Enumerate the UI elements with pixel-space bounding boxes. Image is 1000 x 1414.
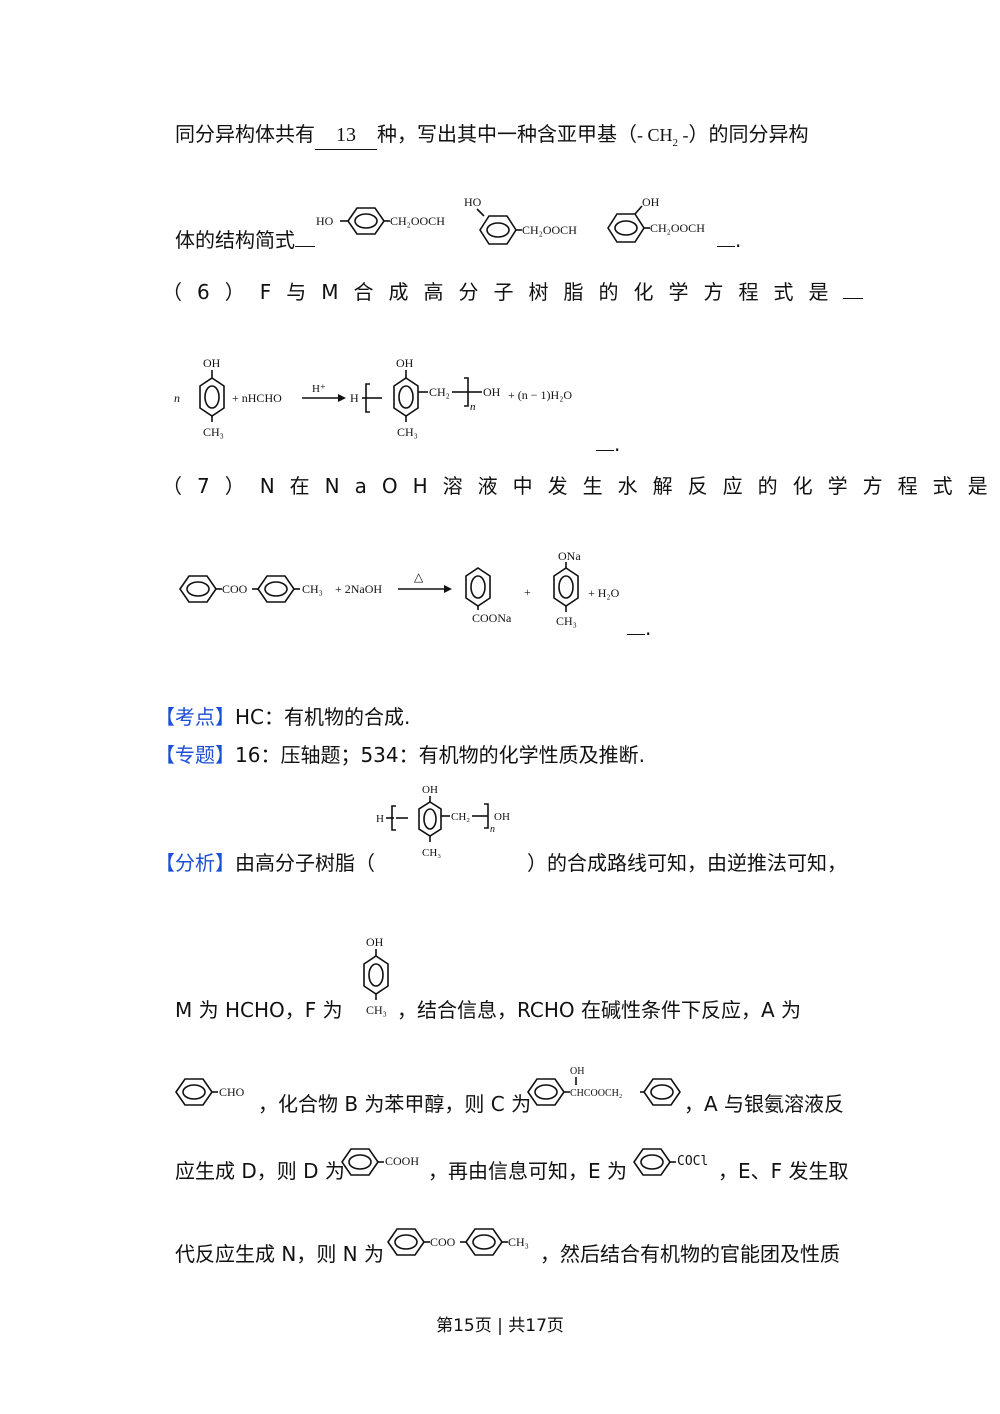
hydroxyl-label: HO [316,214,334,228]
answer-blank-end: . [717,226,741,254]
analysis-tag: 【分析】 [155,851,235,875]
water-byproduct: + (n − 1)H₂O [508,388,572,402]
compound-n-structure: COO CH₃ [387,1228,529,1256]
equation-7-blank: . [627,614,651,642]
answer-blank-start [295,246,315,247]
methylene-label: CH₂ [451,811,470,823]
repeat-n: n [470,401,476,413]
hydroxyl-label: OH [422,784,438,796]
hydroxyl-label: OH [366,935,384,949]
isomer-count-answer: 13 [315,121,377,150]
compound-e-prefix: ，再由信息可知，E 为 [428,1159,627,1183]
compound-c-prefix: ，化合物 B 为苯甲醇，则 C 为 [258,1092,532,1116]
ester-chain-label: CHCOOCH₂ [570,1088,622,1099]
chain-end-oh: OH [494,811,510,823]
methyl-label: CH₃ [302,582,323,596]
phenoxide-label: ONa [558,549,581,563]
exam-point-tag: 【考点】 [155,705,235,729]
benzoyl-chloride-structure: COCl [633,1148,708,1176]
structure-line: 体的结构简式 [175,226,315,254]
topic: 【专题】16：压轴题；534：有机物的化学性质及推断. [155,741,645,769]
compound-n-suffix: ，然后结合有机物的官能团及性质 [540,1242,840,1266]
f-identity-prefix: M 为 HCHO，F 为 [175,998,343,1022]
carboxyl-label: COOH [385,1154,419,1168]
analysis-line: 【分析】由高分子树脂（ [155,849,375,877]
ester-linkage: COO [222,582,248,596]
resin-structure-small: H OH CH₃ CH₂ n OH [376,784,510,859]
compound-c-suffix: ，A 与银氨溶液反 [684,1092,845,1116]
water-product: + H₂O [588,586,620,600]
naoh-reagent: + 2NaOH [335,582,382,596]
question-7: （7）N在NaOH溶液中发生水解反应的化学方程式是 [162,472,1000,500]
topic-text: 16：压轴题；534：有机物的化学性质及推断. [235,743,645,767]
question-6: （6）F与M合成高分子树脂的化学方程式是 [162,278,864,306]
isomer-meta-structure: HO CH₂OOCH [464,195,577,245]
isomer-count-middle: 种，写出其中一种含亚甲基（ [377,122,637,146]
aldehyde-label: CHO [219,1085,245,1099]
hydroxyl-label: HO [464,195,482,209]
analysis-prefix: 由高分子树脂（ [235,851,375,875]
question-6-text: （6）F与M合成高分子树脂的化学方程式是 [162,280,844,304]
structure-label: 体的结构简式 [175,228,295,252]
hydroxyl-label: OH [642,195,660,209]
methyl-label: CH₃ [203,425,224,439]
acid-catalyst: H⁺ [312,383,326,395]
chain-end-oh: OH [483,385,501,399]
repeat-n: n [490,824,495,835]
compound-n-prefix: 代反应生成 N，则 N 为 [175,1242,384,1266]
equation-6-blank: . [596,430,620,458]
ester-linkage: COO [430,1235,456,1249]
p-cresol-answer-structure: OH CH₃ [363,935,389,1017]
benzoic-acid-structure: COOH [341,1148,419,1176]
isomer-count-suffix: ）的同分异构 [688,122,809,146]
carboxylate-label: COONa [472,611,512,625]
phenolic-resin-structure: H OH CH₃ CH₂ n OH [350,356,501,439]
exam-point-text: HC：有机物的合成. [235,705,411,729]
formate-ester-label: CH₂OOCH [522,223,577,237]
formate-ester-label: CH₂OOCH [650,221,705,235]
page-number: 第15页 | 共17页 [436,1316,564,1336]
compound-e-suffix: ，E、F 发生取 [718,1159,849,1183]
compound-c-structure: OH CHCOOCH₂ [527,1066,681,1106]
question-7-text: （7）N在NaOH溶液中发生水解反应的化学方程式是 [162,474,1000,498]
methylene-group-end: - [678,125,689,145]
topic-tag: 【专题】 [155,743,235,767]
ester-structure: COO CH₃ [179,575,323,603]
methyl-label: CH₃ [508,1235,529,1249]
sodium-cresolate-structure: ONa CH₃ [553,549,581,628]
isomer-count-prefix: 同分异构体共有 [175,122,315,146]
isomer-structures: HO CH₂OOCH HO CH₂OOCH OH CH₂OOCH [316,195,705,245]
chain-end-h: H [376,813,384,825]
formate-ester-label: CH₂OOCH [390,214,445,228]
formaldehyde-reagent: + nHCHO [232,391,282,405]
isomer-para-structure: HO CH₂OOCH [316,207,445,235]
compound-d-prefix: 应生成 D，则 D 为 [175,1159,345,1183]
isomer-ortho-structure: OH CH₂OOCH [607,195,705,243]
methyl-label: CH₃ [556,614,577,628]
page-footer: 第15页 | 共17页 [0,1311,1000,1336]
methyl-label: CH₃ [422,847,441,859]
acyl-chloride-label: COCl [677,1154,708,1169]
methylene-label: CH₂ [429,385,450,399]
hydroxyl-label: OH [203,356,221,370]
sodium-benzoate-structure: COONa [465,567,512,625]
plus-sign: + [524,585,531,599]
hydroxyl-label: OH [570,1066,584,1077]
exam-point: 【考点】HC：有机物的合成. [155,703,410,731]
p-cresol-structure: OH CH₃ [199,356,225,439]
methylene-group: - CH [637,125,673,145]
coefficient-n: n [174,391,180,405]
heat-condition: △ [414,570,424,584]
f-identity-suffix: ，结合信息，RCHO 在碱性条件下反应，A 为 [397,998,802,1022]
methyl-label: CH₃ [397,425,418,439]
chain-end-h: H [350,391,359,405]
benzaldehyde-structure: CHO [175,1078,245,1106]
methyl-label: CH₃ [366,1003,387,1017]
analysis-suffix: ）的合成路线可知，由逆推法可知， [527,851,847,875]
polymerization-equation: n OH CH₃ + nHCHO H⁺ H OH CH₃ CH₂ n OH + … [174,356,572,439]
hydrolysis-equation: COO CH₃ + 2NaOH △ COONa + ONa CH₃ + H₂O [179,549,620,628]
hydroxyl-label: OH [396,356,414,370]
methylene-subscript: 2 [672,137,679,149]
